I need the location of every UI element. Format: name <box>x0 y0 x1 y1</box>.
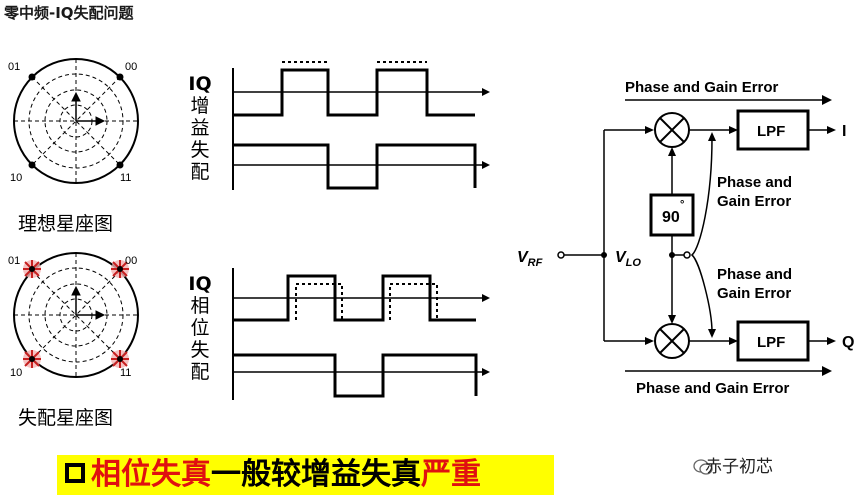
gain-iq-text: IQ <box>188 73 212 95</box>
conclusion-banner: 相位失真一般较增益失真严重 <box>57 455 554 495</box>
slide-title: 零中频-IQ失配问题 <box>4 4 134 22</box>
ideal-point-01 <box>28 73 36 81</box>
conclusion-text: 相位失真一般较增益失真严重 <box>65 457 481 493</box>
conclusion-part-middle: 一般较增益失真 <box>211 457 421 492</box>
gain-mismatch-waveforms <box>232 61 490 190</box>
side-error-top-line2: Gain Error <box>717 193 791 210</box>
conclusion-part-severe: 严重 <box>421 457 481 492</box>
phase-char-3: 失 <box>190 339 210 361</box>
gain-char-1: 增 <box>190 95 210 117</box>
side-error-top-line1: Phase and <box>717 174 792 191</box>
ideal-label-11: 11 <box>120 172 131 184</box>
ideal-point-10 <box>28 161 36 169</box>
output-i-label: I <box>842 123 846 140</box>
wechat-icon <box>693 459 713 475</box>
ideal-point-11 <box>116 161 124 169</box>
ideal-constellation-caption: 理想星座图 <box>18 213 114 235</box>
mismatch-constellation-caption: 失配星座图 <box>18 407 114 429</box>
ideal-constellation <box>13 58 139 184</box>
ideal-label-01: 01 <box>8 61 20 73</box>
output-q-label: Q <box>842 334 854 351</box>
mismatch-cluster-11 <box>111 350 129 368</box>
mismatch-label-01: 01 <box>8 255 20 267</box>
lpf-bottom-label: LPF <box>757 334 785 351</box>
iq-block-diagram <box>557 95 836 376</box>
phase-char-1: 相 <box>190 295 210 317</box>
phase-mismatch-waveforms <box>232 268 490 400</box>
mismatch-label-11: 11 <box>120 367 131 379</box>
gain-char-4: 配 <box>190 161 210 183</box>
phase-shifter-label: 90 <box>662 209 680 226</box>
mismatch-points <box>23 260 129 368</box>
side-error-bottom-line2: Gain Error <box>717 285 791 302</box>
error-label-top: Phase and Gain Error <box>625 79 779 96</box>
phase-char-2: 位 <box>190 317 210 339</box>
phase-iq-text: IQ <box>188 273 212 295</box>
mismatch-label-10: 10 <box>10 367 22 379</box>
watermark-text: 赤子初芯 <box>705 457 773 477</box>
ideal-label-00: 00 <box>125 61 137 73</box>
mismatch-cluster-10 <box>23 350 41 368</box>
square-bullet-icon <box>65 462 85 483</box>
error-label-bottom: Phase and Gain Error <box>636 380 790 397</box>
mismatch-label-00: 00 <box>125 255 137 267</box>
vrf-label: VRF <box>517 249 543 269</box>
gain-char-2: 益 <box>190 117 210 139</box>
ideal-points <box>28 73 124 169</box>
vlo-label: VLO <box>615 249 641 269</box>
conclusion-part-phase: 相位失真 <box>91 457 211 492</box>
mismatch-cluster-00 <box>111 260 129 278</box>
phase-shifter-degree: ° <box>680 199 684 211</box>
ideal-point-00 <box>116 73 124 81</box>
mismatch-constellation <box>13 252 139 378</box>
side-error-bottom-line1: Phase and <box>717 266 792 283</box>
gain-mismatch-label: IQ 增 益 失 配 <box>185 73 215 183</box>
mismatch-cluster-01 <box>23 260 41 278</box>
ideal-label-10: 10 <box>10 172 22 184</box>
lpf-top-label: LPF <box>757 123 785 140</box>
gain-char-3: 失 <box>190 139 210 161</box>
phase-char-4: 配 <box>190 361 210 383</box>
phase-mismatch-label: IQ 相 位 失 配 <box>185 273 215 383</box>
